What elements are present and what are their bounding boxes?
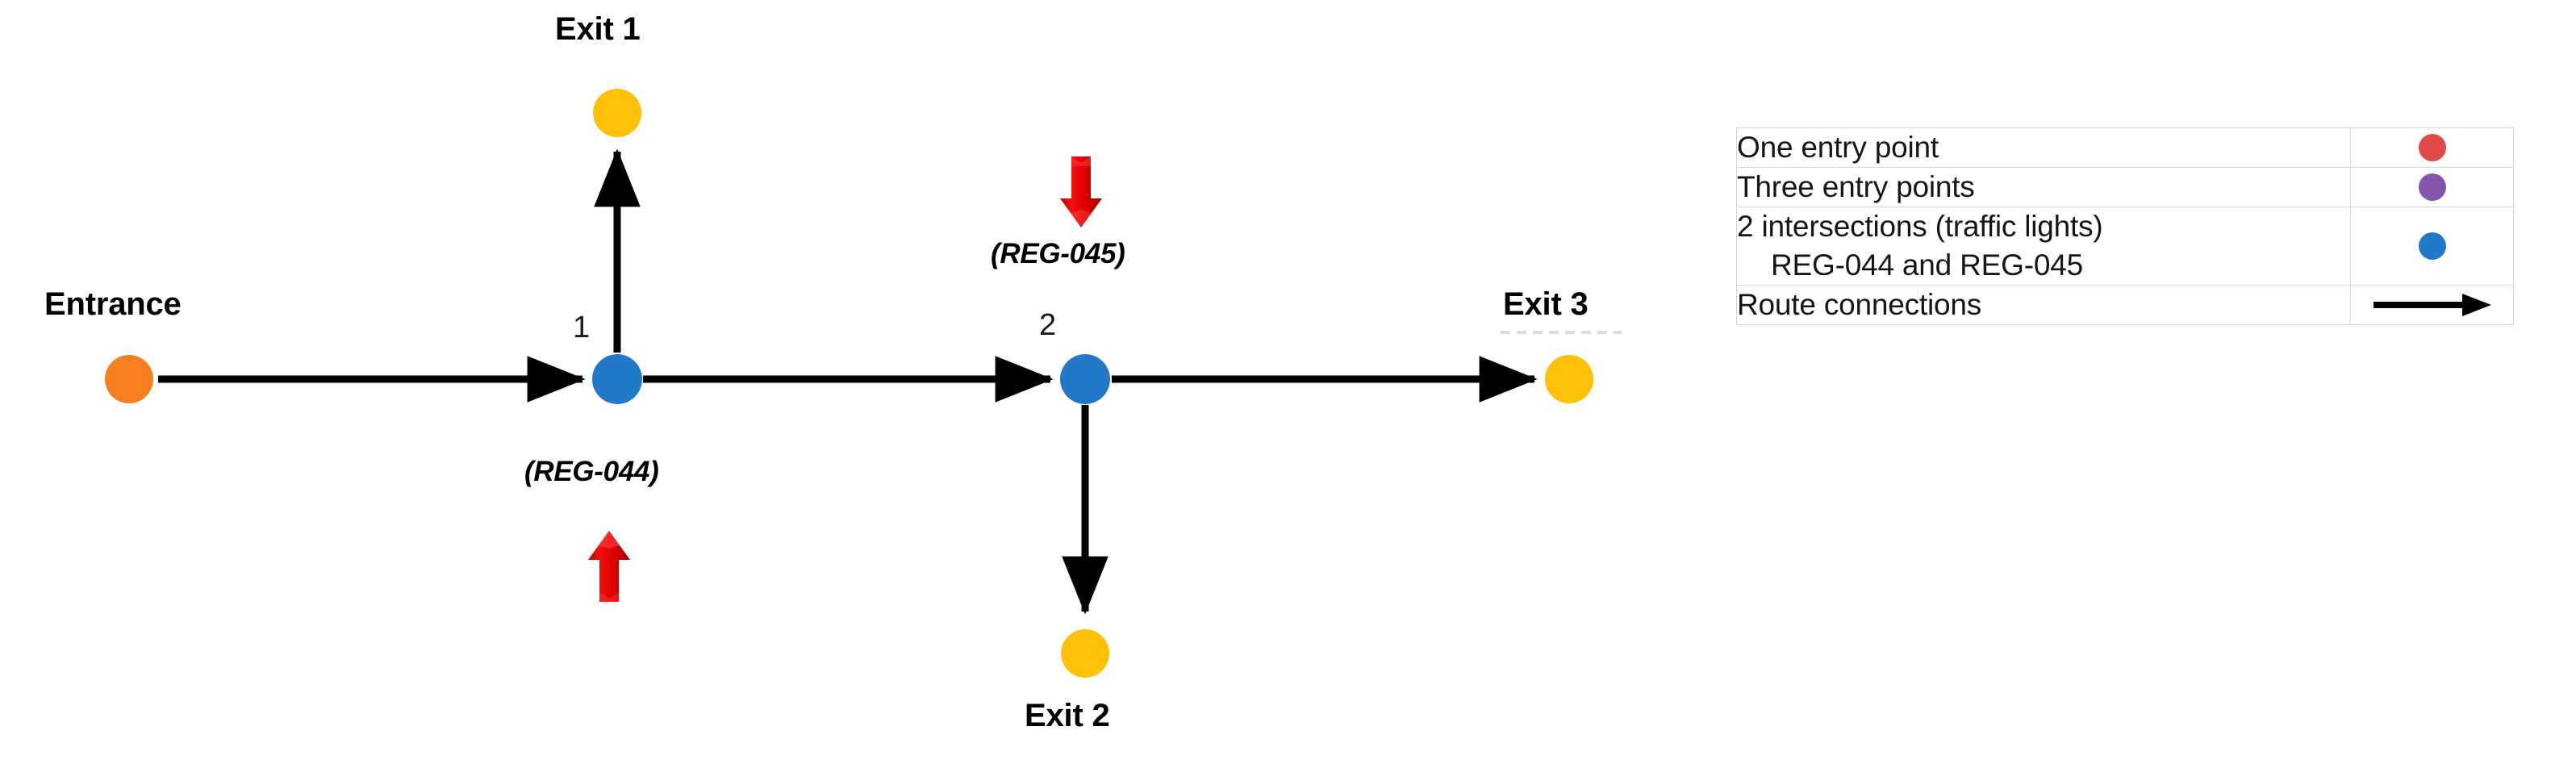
purple-dot-icon [2419,173,2446,202]
legend-row: Route connections [1737,285,2515,325]
legend-label-text: Route connections [1737,288,1982,322]
legend-label-text: One entry point [1737,131,1939,164]
label-entrance: Entrance [44,286,182,322]
node-entrance[interactable] [105,355,153,403]
label-reg-044: (REG-044) [524,456,659,487]
reg-044-arrow-icon [588,531,630,602]
label-exit3: Exit 3 [1503,286,1589,322]
legend-row: One entry point [1737,128,2514,169]
legend-swatch-one-entry-point [2350,128,2514,169]
legend-label-route-connections: Route connections [1737,285,2351,325]
legend-label-one-entry-point: One entry point [1737,128,2351,169]
legend-label-three-entry-points: Three entry points [1737,167,2351,208]
legend-label-text: Three entry points [1737,170,1975,204]
exit3-dashed-artifact [1501,331,1622,334]
legend-label-two-intersections: 2 intersections (traffic lights) REG-044… [1737,207,2351,286]
node-exit3[interactable] [1545,355,1593,403]
legend-swatch-three-entry-points [2350,167,2514,208]
legend-table: One entry point Three entry points [1736,127,2515,326]
reg-045-arrow-icon [1060,157,1102,227]
legend-label-text: 2 intersections (traffic lights) [1737,210,2103,244]
node-junction2[interactable] [1060,354,1110,404]
legend-row: Three entry points [1737,167,2514,208]
label-reg-045: (REG-045) [991,238,1125,269]
legend-row: 2 intersections (traffic lights) REG-044… [1737,207,2514,286]
node-junction1[interactable] [592,354,642,404]
legend-swatch-route-connections [2351,286,2515,325]
legend-swatch-two-intersections [2350,207,2514,286]
label-junction2: 2 [1039,308,1057,342]
arrow-right-icon [2372,291,2493,319]
route-diagram [105,89,1593,678]
legend-label-text-line2: REG-044 and REG-045 [1771,248,2083,282]
node-exit2[interactable] [1061,629,1109,678]
label-exit2: Exit 2 [1025,698,1110,733]
red-dot-icon [2419,134,2446,162]
node-exit1[interactable] [593,89,641,137]
blue-dot-icon [2419,232,2446,261]
label-junction1: 1 [573,311,591,344]
label-exit1: Exit 1 [555,11,641,47]
